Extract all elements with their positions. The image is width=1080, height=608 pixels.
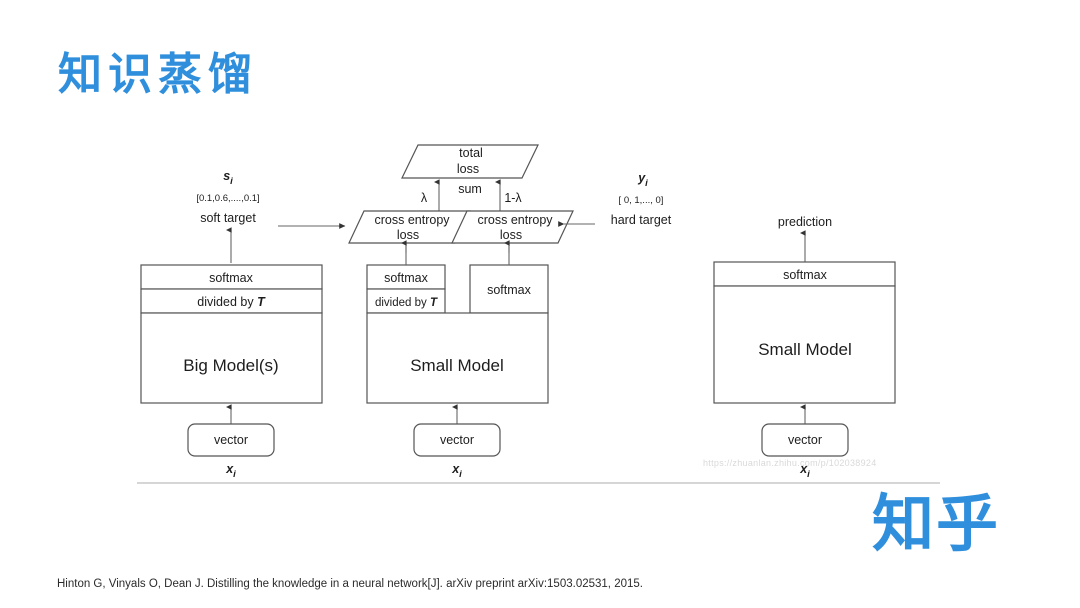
cross-entropy-left-node: cross entropy loss <box>348 210 471 244</box>
model-small-student: softmax divided by T softmax Small Model <box>366 240 549 480</box>
sum-label: sum <box>458 182 482 196</box>
model-inference-input-label: vector <box>788 433 822 447</box>
total-loss-line2: loss <box>457 162 479 176</box>
model-big-name: Big Model(s) <box>183 356 278 375</box>
model-inference-input-symbol: xi <box>799 462 810 480</box>
lambda-left-label: λ <box>421 191 428 205</box>
lambda-right-label: 1-λ <box>504 191 522 205</box>
model-inference-head-softmax: softmax <box>783 268 828 282</box>
soft-target-symbol: si <box>223 169 233 187</box>
model-student-head2-softmax: softmax <box>487 283 532 297</box>
model-big-head-dividedbyt: divided by T <box>197 295 266 309</box>
model-student-input-label: vector <box>440 433 474 447</box>
ce-right-line2: loss <box>500 228 522 242</box>
ce-left-line2: loss <box>397 228 419 242</box>
model-inference-name: Small Model <box>758 340 852 359</box>
model-inference-input-box <box>761 423 849 457</box>
hard-target-label: hard target <box>611 213 672 227</box>
soft-target-label: soft target <box>200 211 256 225</box>
model-big: softmax divided by T Big Model(s) vector… <box>140 264 323 480</box>
model-big-head-softmax: softmax <box>209 271 254 285</box>
hard-target-node: yi [ 0, 1,..., 0] hard target <box>611 171 672 227</box>
soft-target-vector: [0.1,0.6,....,0.1] <box>196 193 259 204</box>
model-big-input-box <box>187 423 275 457</box>
model-student-input-box <box>413 423 501 457</box>
model-student-head1-dividedbyt: divided by T <box>375 297 438 309</box>
model-student-input-symbol: xi <box>451 462 462 480</box>
model-big-input-label: vector <box>214 433 248 447</box>
ce-left-line1: cross entropy <box>374 213 450 227</box>
hard-target-symbol: yi <box>637 171 648 189</box>
page-title: 知识蒸馏 <box>58 50 258 99</box>
total-loss-line1: total <box>459 146 483 160</box>
model-student-name: Small Model <box>410 356 504 375</box>
knowledge-distillation-diagram: total loss sum λ 1-λ cross entropy loss … <box>137 144 940 484</box>
citation-text: Hinton G, Vinyals O, Dean J. Distilling … <box>57 578 643 590</box>
model-small-inference: prediction softmax Small Model vector xi <box>713 215 896 480</box>
zhihu-brand-logo: 知乎 <box>872 490 1001 559</box>
hard-target-vector: [ 0, 1,..., 0] <box>619 195 664 206</box>
model-student-head1-softmax: softmax <box>384 271 429 285</box>
cross-entropy-right-node: cross entropy loss <box>451 210 574 244</box>
ce-right-line1: cross entropy <box>477 213 553 227</box>
total-loss-node: total loss <box>401 144 539 179</box>
model-big-input-symbol: xi <box>225 462 236 480</box>
prediction-label: prediction <box>778 215 832 229</box>
soft-target-node: si [0.1,0.6,....,0.1] soft target <box>196 169 259 225</box>
figure-watermark: https://zhuanlan.zhihu.com/p/102038924 <box>703 458 877 468</box>
